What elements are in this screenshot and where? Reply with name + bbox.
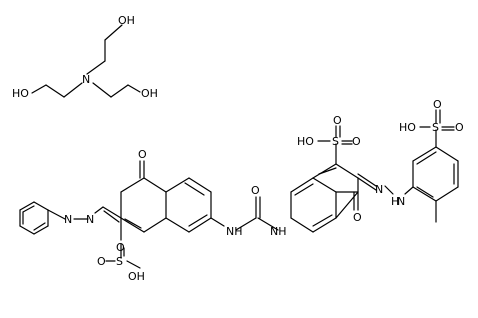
azo-hn-label: H xyxy=(391,195,399,208)
sulfonate-left: O S O OH xyxy=(97,217,145,283)
sulfonate-right: O S HO O xyxy=(297,114,361,165)
sulfonyl-o-left-side: O xyxy=(97,255,106,268)
sulfonyl-s-right: S xyxy=(332,135,339,148)
sulfonate-top: O S HO O xyxy=(399,98,464,134)
sulfonyl-o-right-side: O xyxy=(352,135,361,148)
sulfonyl-oh-right: HO xyxy=(297,135,314,148)
sulfonyl-s-left: S xyxy=(116,255,123,268)
carbonyl-o-right: O xyxy=(353,211,362,224)
sulfonyl-o-left-top: O xyxy=(116,241,125,254)
amine-n-label: N xyxy=(82,73,90,86)
naphthalene-left: O xyxy=(120,148,212,233)
azo-right: N H N xyxy=(357,173,414,208)
sulfonyl-oh-top: HO xyxy=(399,121,416,134)
phenyl-ring-left xyxy=(19,201,49,235)
naphthalene-right: O xyxy=(290,163,362,233)
tolyl-ring-right xyxy=(412,129,459,223)
azo-left: N N xyxy=(47,206,122,226)
urea-linkage: NH O NH xyxy=(210,184,287,238)
sulfonyl-o-top: O xyxy=(433,98,442,111)
triethanolamine: OH N HO OH xyxy=(12,14,158,100)
hn-right-label: NH xyxy=(270,225,287,238)
nh-left-label: NH xyxy=(226,225,243,238)
hydroxyl-left-label: HO xyxy=(12,87,29,100)
azo-n1-label: N xyxy=(64,213,72,226)
azo-n4-label: N xyxy=(397,195,405,208)
sulfonyl-o-top-side: O xyxy=(455,121,464,134)
sulfonyl-oh-left: OH xyxy=(128,270,145,283)
azo-n3-label: N xyxy=(375,183,383,196)
hydroxyl-label: OH xyxy=(118,14,135,27)
sulfonyl-s-top: S xyxy=(432,121,439,134)
carbonyl-o-left: O xyxy=(138,148,147,161)
hydroxyl-right-label: OH xyxy=(141,87,158,100)
azo-n2-label: N xyxy=(86,213,94,226)
sulfonyl-o-right-top: O xyxy=(333,114,342,127)
urea-o-label: O xyxy=(251,184,260,197)
